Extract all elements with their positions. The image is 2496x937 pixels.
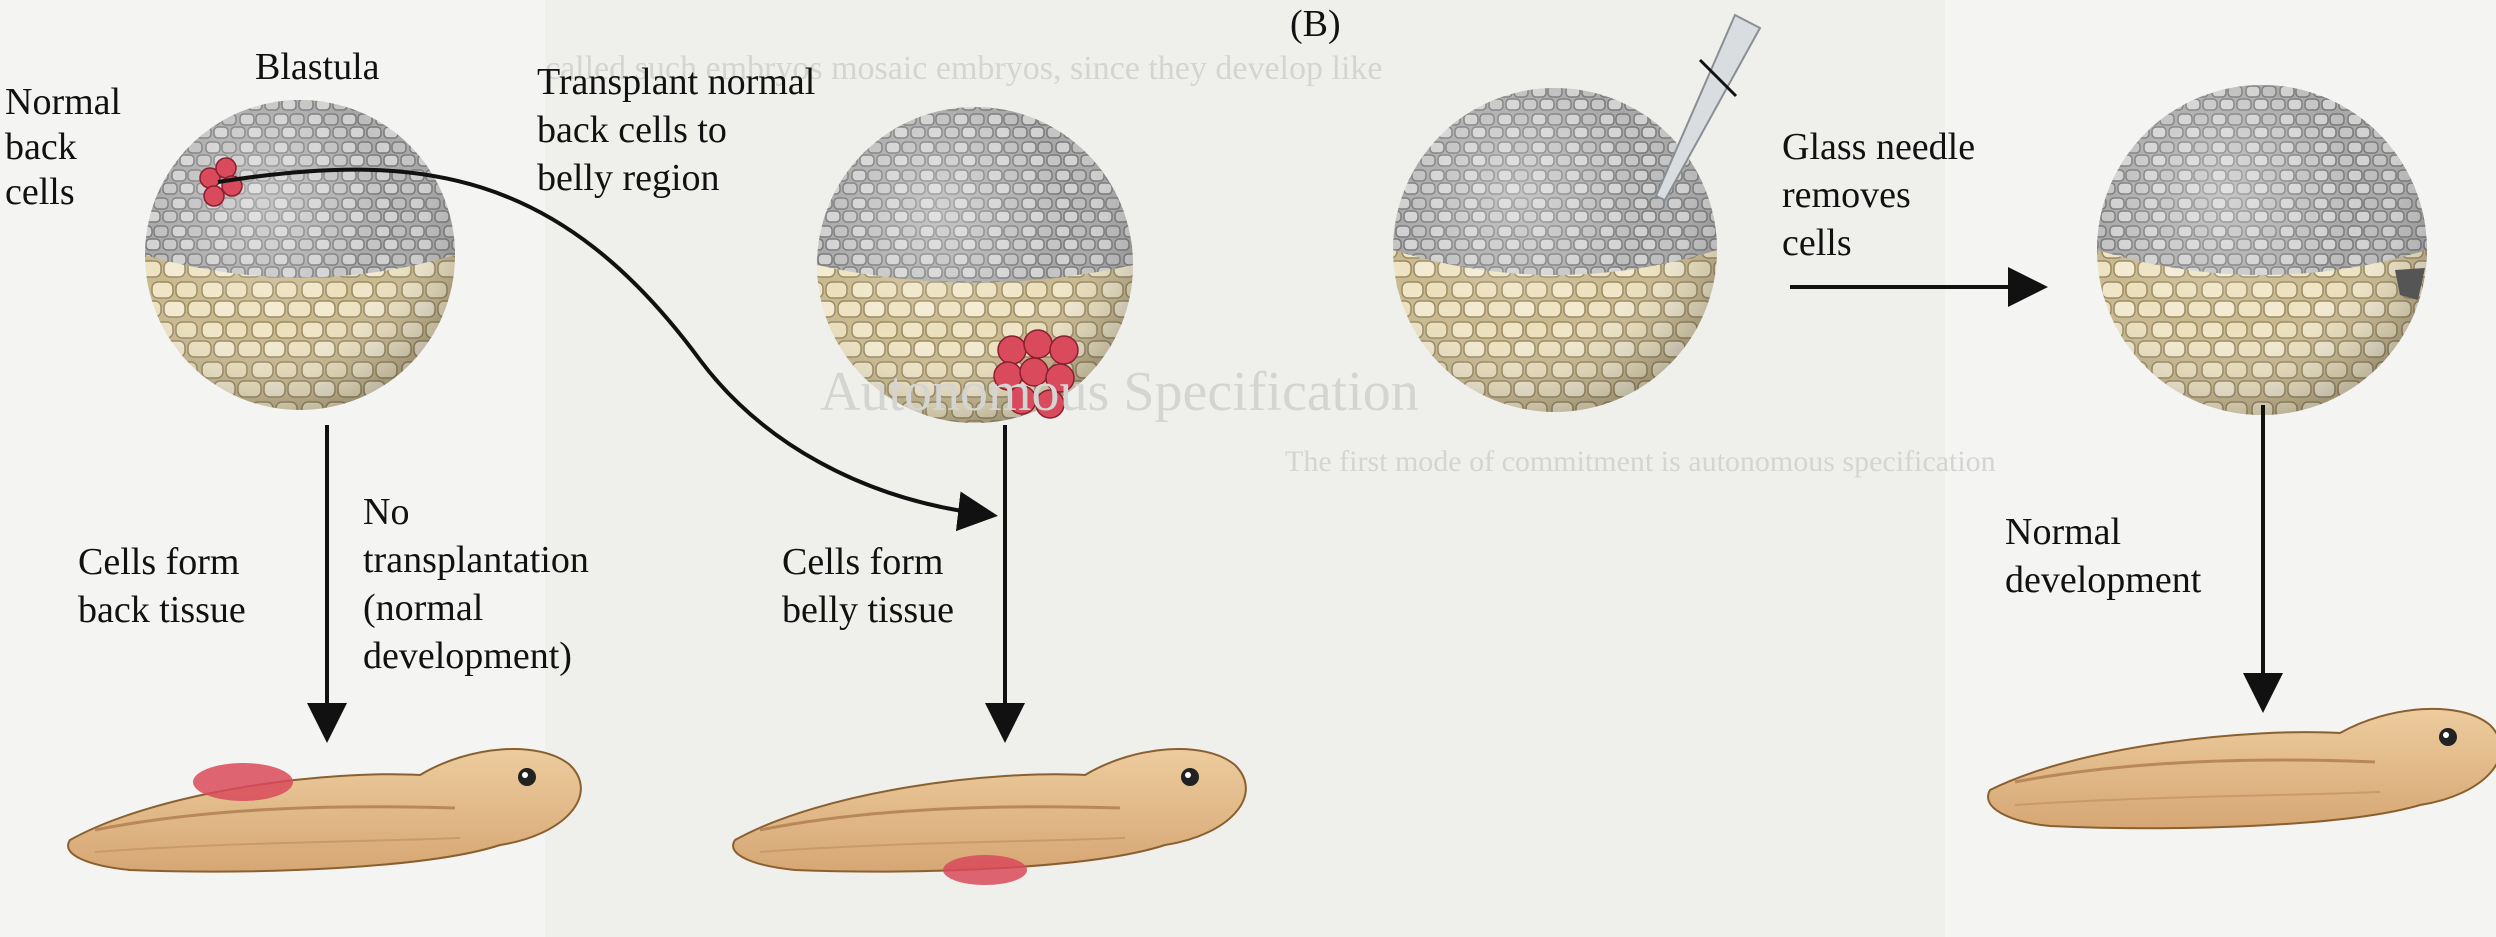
belly-tissue-label-2: belly tissue [782, 588, 954, 632]
normal-back-cells-label-1: Normal [5, 80, 121, 124]
transplant-label-3: belly region [537, 156, 720, 200]
blastula-embryo [145, 100, 455, 410]
no-transplant-label-4: development) [363, 634, 572, 678]
normal-development-label-2: development [2005, 558, 2201, 602]
normal-back-cells-label-3: cells [5, 170, 75, 214]
transplant-label-1: Transplant normal [537, 60, 815, 104]
back-tissue-patch [193, 763, 293, 801]
belly-tissue-patch [943, 855, 1027, 885]
no-transplant-label-2: transplantation [363, 538, 589, 582]
normal-back-cells-label-2: back [5, 125, 77, 169]
back-tissue-label-2: back tissue [78, 588, 246, 632]
cells-removed-embryo [2097, 85, 2427, 415]
blastula-label: Blastula [255, 45, 380, 89]
background-text-2: Autonomous Specification [820, 360, 1419, 424]
belly-tissue-label-1: Cells form [782, 540, 943, 584]
background-text-3: The first mode of commitment is autonomo… [1285, 445, 1996, 479]
no-transplant-label-1: No [363, 490, 409, 534]
glass-needle-label-2: removes [1782, 173, 1911, 217]
panel-b-label: (B) [1290, 2, 1341, 46]
glass-needle-label-1: Glass needle [1782, 125, 1975, 169]
no-transplant-label-3: (normal [363, 586, 483, 630]
glass-needle-label-3: cells [1782, 221, 1852, 265]
normal-development-label-1: Normal [2005, 510, 2121, 554]
transplant-label-2: back cells to [537, 108, 727, 152]
back-tissue-label-1: Cells form [78, 540, 239, 584]
needle-embryo [1393, 88, 1717, 412]
